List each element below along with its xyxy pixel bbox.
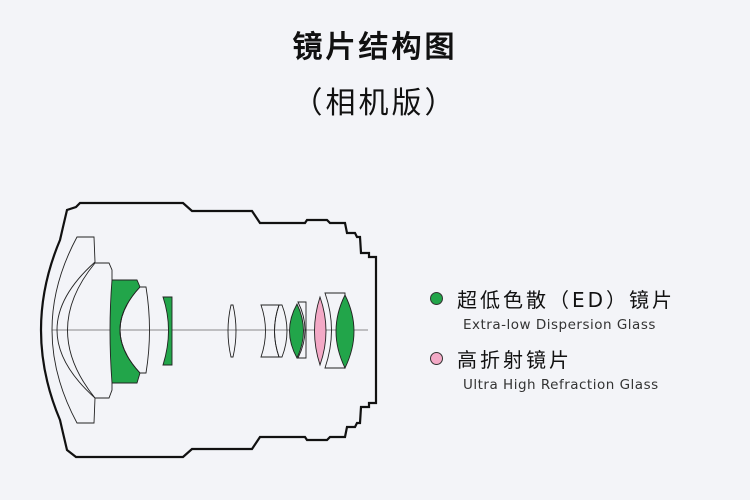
lens-element-10 [297,301,307,359]
legend-item-high-refraction: 高折射镜片 Ultra High Refraction Glass [430,344,659,393]
lens-element-6 [227,304,237,358]
diagram-subtitle: （相机版） [292,86,458,121]
lens-barrel-outline [39,201,378,459]
pink-dot-icon [430,352,443,365]
lens-element-11-hr [314,295,327,367]
legend-label-zh: 超低色散（ED）镜片 [457,288,676,312]
lens-element-12 [324,292,346,369]
green-dot-icon [430,292,443,305]
legend-label-zh: 高折射镜片 [457,348,572,372]
lens-element-2 [67,262,113,399]
legend-label-en: Extra-low Dispersion Glass [463,317,656,333]
lens-element-9-ed [289,303,304,359]
lens-element-13-ed [335,293,355,370]
lens-element-1 [51,236,96,424]
diagram-title: 镜片结构图 [292,30,458,65]
legend-item-ed: 超低色散（ED）镜片 Extra-low Dispersion Glass [430,284,675,333]
lens-element-8 [274,304,288,358]
lens-element-5-ed [162,296,173,366]
lens-element-4 [119,286,150,374]
legend-label-en: Ultra High Refraction Glass [463,377,659,393]
